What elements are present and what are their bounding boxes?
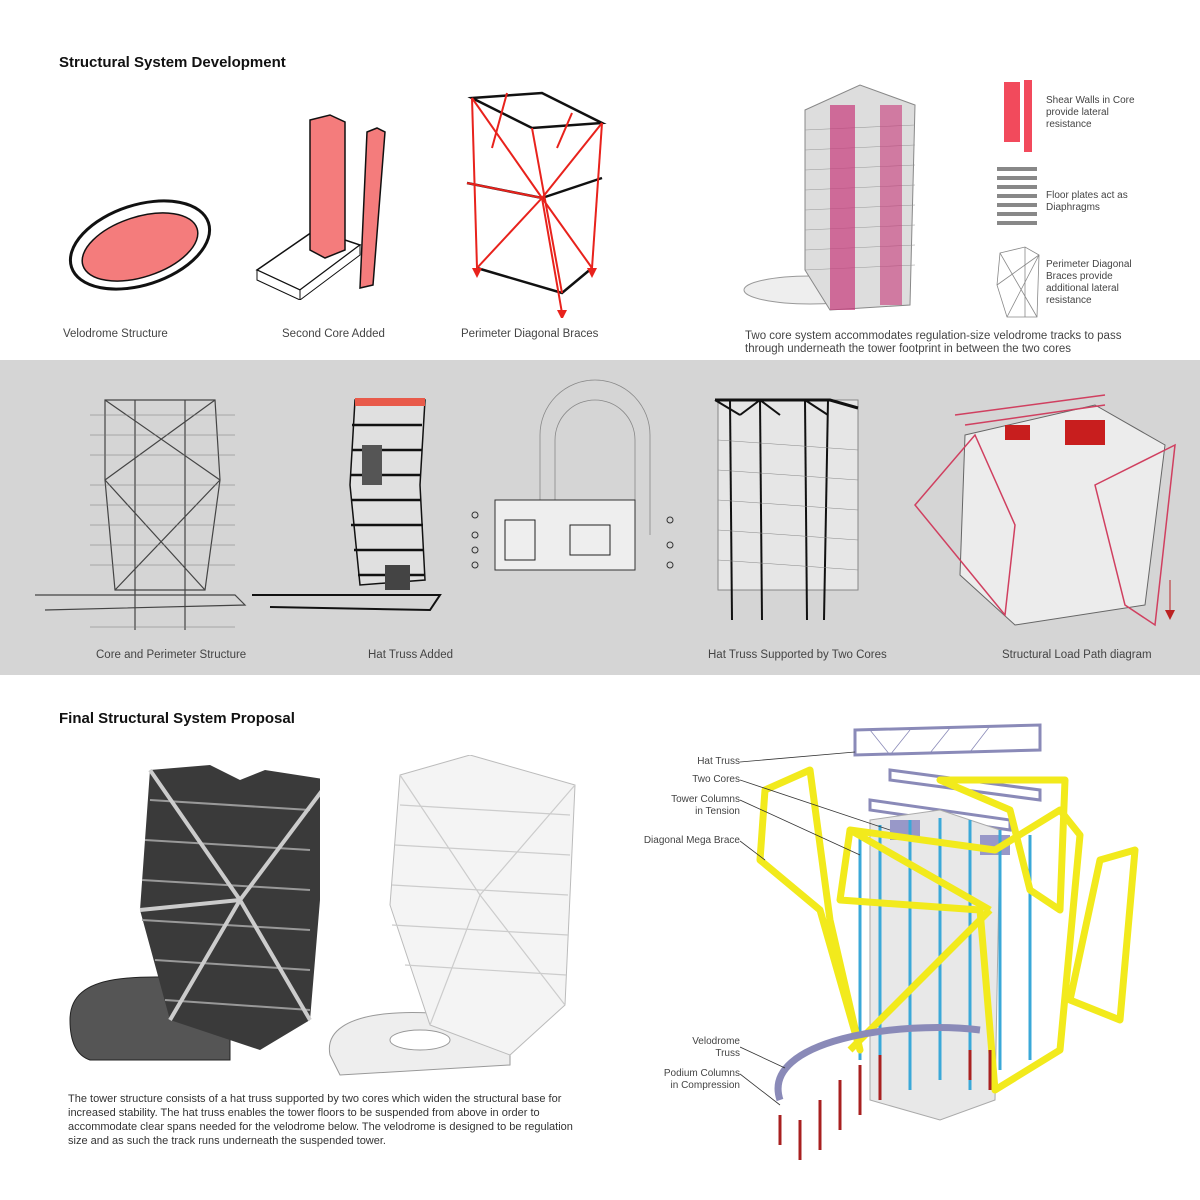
- second-core-diagram: [255, 114, 386, 300]
- shear-walls-icon: [1004, 80, 1032, 152]
- caption-two-core-system: Two core system accommodates regulation-…: [745, 330, 1122, 355]
- caption-core-perimeter: Core and Perimeter Structure: [96, 649, 247, 661]
- core-perimeter-section-sketch: [35, 399, 247, 630]
- caption-load-path: Structural Load Path diagram: [1002, 649, 1152, 661]
- diagonal-braces-icon: [996, 246, 1040, 318]
- label-hat-truss: Hat Truss: [697, 756, 740, 767]
- velodrome-structure-diagram: [68, 199, 212, 291]
- floor-plates-icon: [997, 167, 1037, 225]
- hat-truss-sketch: [252, 398, 442, 612]
- perimeter-braces-diagram: [466, 91, 607, 318]
- dark-model-photo: [69, 765, 320, 1061]
- load-path-sketch: [914, 394, 1176, 627]
- caption-second-core: Second Core Added: [282, 328, 385, 340]
- hat-truss-two-cores-sketch: [714, 398, 859, 621]
- exploded-axonometric-diagram: [740, 723, 1139, 1160]
- caption-hat-truss: Hat Truss Added: [368, 649, 454, 661]
- label-two-cores: Two Cores: [692, 774, 740, 785]
- description-paragraph: The tower structure consists of a hat tr…: [68, 1093, 573, 1147]
- caption-perimeter-braces: Perimeter Diagonal Braces: [461, 328, 599, 340]
- plan-sketch: [471, 379, 674, 571]
- label-diagonal-mega-brace: Diagonal Mega Brace: [643, 835, 740, 846]
- two-core-tower-render: [743, 84, 916, 311]
- caption-hat-truss-two-cores: Hat Truss Supported by Two Cores: [708, 649, 887, 661]
- section-title-development: Structural System Development: [59, 54, 286, 71]
- white-model-photo: [328, 755, 576, 1076]
- section-title-final: Final Structural System Proposal: [59, 710, 295, 727]
- caption-velodrome: Velodrome Structure: [63, 328, 168, 340]
